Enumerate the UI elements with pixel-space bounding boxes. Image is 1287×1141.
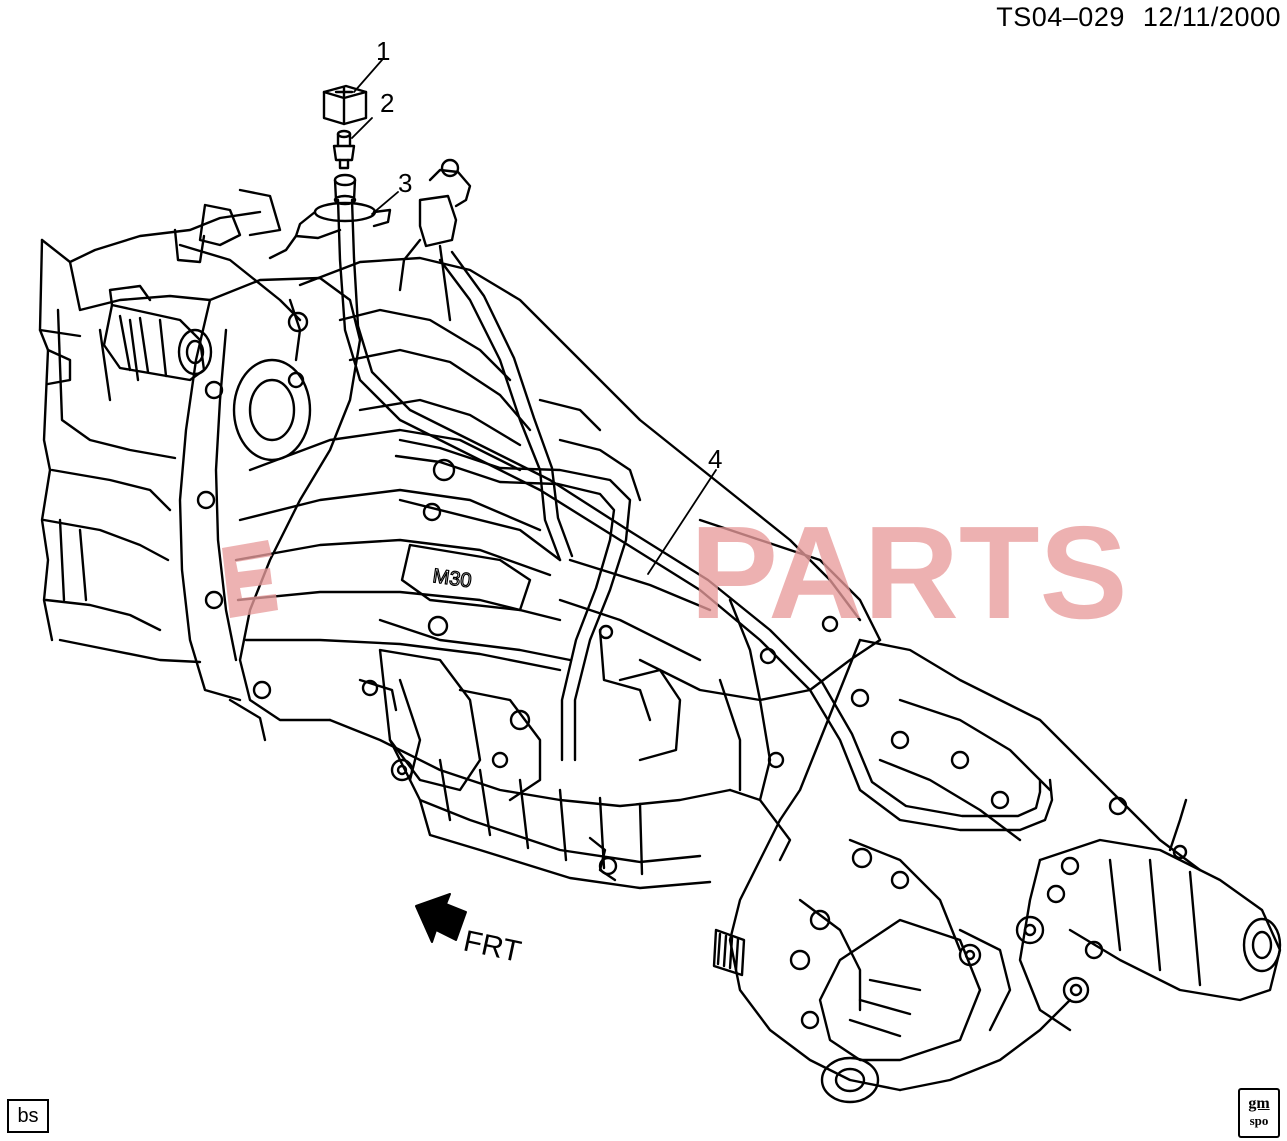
callout-4: 4: [708, 444, 722, 474]
callout-3: 3: [398, 168, 412, 198]
bell-housing: [178, 276, 362, 742]
shift-linkage: [358, 648, 542, 802]
gm-logo-bottom: spo: [1249, 1113, 1269, 1128]
front-direction-arrow: [415, 893, 467, 943]
vent-fitting: [332, 129, 356, 170]
callout-2: 2: [380, 88, 394, 118]
engine-frame-outline: [38, 188, 302, 664]
vent-hose: [336, 198, 1054, 832]
drawing-header: TS04–029 12/11/2000: [996, 2, 1281, 33]
front-direction-label: FRT: [461, 925, 524, 969]
watermark-logo-icon: [222, 540, 278, 618]
callout-leaders: [351, 59, 717, 575]
extension-housing: [638, 518, 882, 862]
callout-1: 1: [376, 36, 390, 66]
corner-tag: bs: [7, 1099, 49, 1133]
gm-spo-logo: gm spo: [1238, 1088, 1280, 1138]
watermark-text: PARTS: [690, 499, 1128, 646]
drawing-number: TS04–029: [996, 2, 1125, 32]
hose-end-fitting: [333, 173, 357, 206]
vent-cap: [322, 84, 368, 126]
gm-logo-top: gm: [1248, 1095, 1270, 1112]
oil-pan: [388, 738, 712, 890]
hose-clamp-bracket: [268, 201, 392, 260]
watermark: PARTS: [222, 499, 1128, 646]
drawing-date: 12/11/2000: [1142, 2, 1281, 32]
transmission-case: [234, 256, 862, 808]
case-marking: M30: [431, 565, 473, 592]
wiring-connector: [398, 158, 472, 322]
transfer-case: [712, 638, 1282, 1104]
